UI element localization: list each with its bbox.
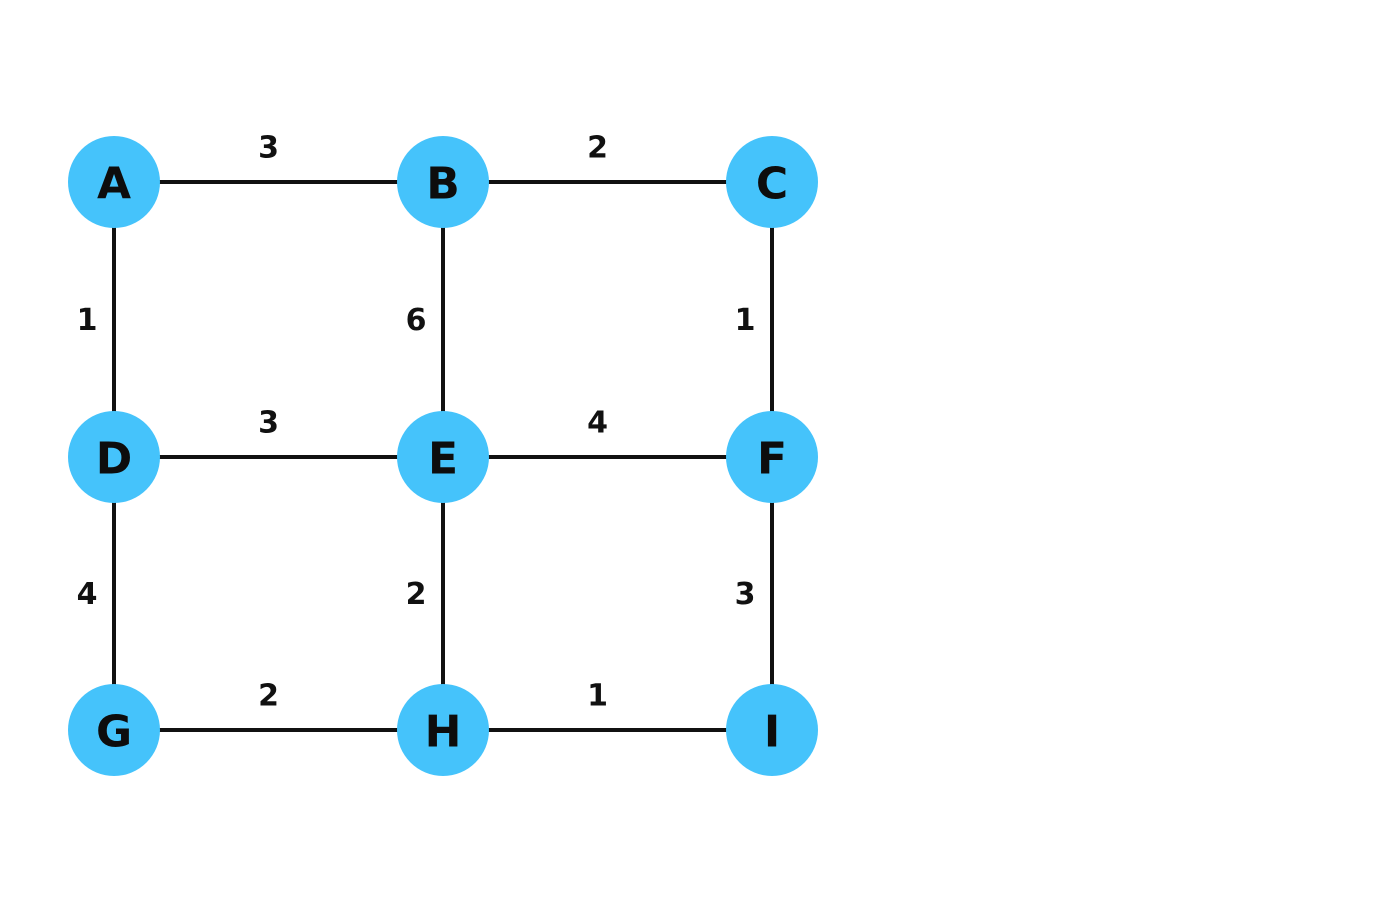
edge-weight-D-E: 3 (258, 406, 279, 441)
node-label-E: E (428, 434, 458, 485)
node-circle-F (726, 411, 818, 503)
node-H: H (397, 684, 489, 776)
node-G: G (68, 684, 160, 776)
edge-weight-H-I: 1 (587, 679, 608, 714)
node-circle-B (397, 136, 489, 228)
node-circle-H (397, 684, 489, 776)
node-circle-D (68, 411, 160, 503)
edge-weight-A-D: 1 (77, 303, 98, 338)
edge-weight-F-I: 3 (735, 577, 756, 612)
node-label-F: F (757, 434, 787, 485)
edge-weight-E-F: 4 (587, 406, 608, 441)
node-label-H: H (425, 707, 462, 758)
edge-weight-G-H: 2 (258, 679, 279, 714)
edge-weight-B-E: 6 (406, 303, 427, 338)
edge-weight-A-B: 3 (258, 131, 279, 166)
edge-weight-B-C: 2 (587, 131, 608, 166)
edge-weight-D-G: 4 (77, 577, 98, 612)
node-circle-A (68, 136, 160, 228)
node-circle-C (726, 136, 818, 228)
node-E: E (397, 411, 489, 503)
node-label-D: D (96, 434, 133, 485)
node-F: F (726, 411, 818, 503)
node-label-C: C (756, 159, 788, 210)
edge-weight-E-H: 2 (406, 577, 427, 612)
edge-weight-C-F: 1 (735, 303, 756, 338)
node-circle-E (397, 411, 489, 503)
node-circle-I (726, 684, 818, 776)
node-circle-G (68, 684, 160, 776)
nodes-layer: A B C D E F G H I (68, 136, 818, 776)
edge-weights-layer: 3 2 1 6 1 3 4 4 2 3 2 1 (77, 131, 756, 714)
node-label-I: I (764, 707, 780, 758)
node-D: D (68, 411, 160, 503)
node-C: C (726, 136, 818, 228)
node-label-G: G (96, 707, 132, 758)
node-label-B: B (426, 159, 460, 210)
node-I: I (726, 684, 818, 776)
node-B: B (397, 136, 489, 228)
node-A: A (68, 136, 160, 228)
node-label-A: A (97, 159, 131, 210)
